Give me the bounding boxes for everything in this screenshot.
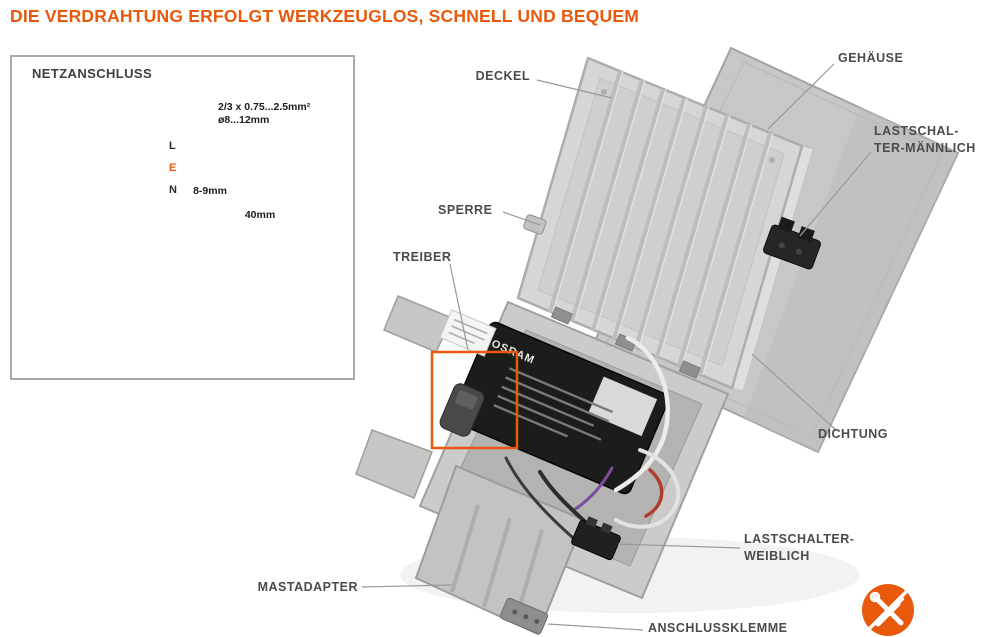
callout-mastadapter: MASTADAPTER (257, 580, 358, 594)
netzanschluss-inset (10, 55, 355, 380)
driver-sticker (439, 309, 497, 357)
callout-lastschalter-weiblich-line1: LASTSCHALTER- (744, 532, 855, 546)
no-tools-icon (862, 584, 914, 636)
cable-gland (439, 383, 485, 437)
leader-lines (361, 63, 872, 631)
callout-lastschalter-weiblich-line2: WEIBLICH (744, 549, 810, 563)
cable-length-dimension: 40mm (244, 209, 276, 221)
wire-spec: 2/3 x 0.75...2.5mm² ø8...12mm (218, 101, 310, 127)
inset-title: NETZANSCHLUSS (32, 66, 153, 81)
callout-sperre: SPERRE (438, 203, 493, 217)
callout-lastschalter-maennlich-line1: LASTSCHAL- (874, 124, 959, 138)
treiber-driver: OSRAM (451, 321, 669, 495)
deckel-lid (516, 56, 804, 390)
callout-gehaeuse: GEHÄUSE (838, 51, 904, 65)
treiber-highlight-box (430, 350, 519, 450)
terminal-label-e: E (169, 162, 177, 174)
callout-anschlussklemme: ANSCHLUSSKLEMME (648, 621, 788, 635)
hinge (550, 306, 701, 379)
terminal-label-l: L (169, 140, 176, 152)
wire-spec-size: 2/3 x 0.75...2.5mm² (218, 101, 311, 113)
terminal-label-n: N (169, 184, 177, 196)
side-latch-upper (383, 295, 454, 353)
luminaire-photo: OSRAM (355, 47, 959, 635)
lastschalter-weiblich-connector (571, 516, 621, 561)
callout-deckel: DECKEL (475, 69, 530, 83)
strip-length-dimension: 8-9mm (193, 185, 227, 197)
lastschalter-maennlich-connector (763, 216, 821, 270)
wire-spec-diameter: ø8...12mm (218, 114, 270, 126)
callout-dichtung: DICHTUNG (818, 427, 888, 441)
sperre-latch (523, 214, 547, 235)
page-title: DIE VERDRAHTUNG ERFOLGT WERKZEUGLOS, SCH… (10, 6, 640, 26)
callout-lastschalter-maennlich: LASTSCHAL- TER-MÄNNLICH (874, 123, 976, 157)
anschlussklemme-terminal (499, 597, 549, 635)
side-latch-lower (355, 429, 433, 499)
callout-lastschalter-maennlich-line2: TER-MÄNNLICH (874, 141, 976, 155)
callout-lastschalter-weiblich: LASTSCHALTER- WEIBLICH (744, 531, 854, 565)
callout-treiber: TREIBER (393, 250, 452, 264)
